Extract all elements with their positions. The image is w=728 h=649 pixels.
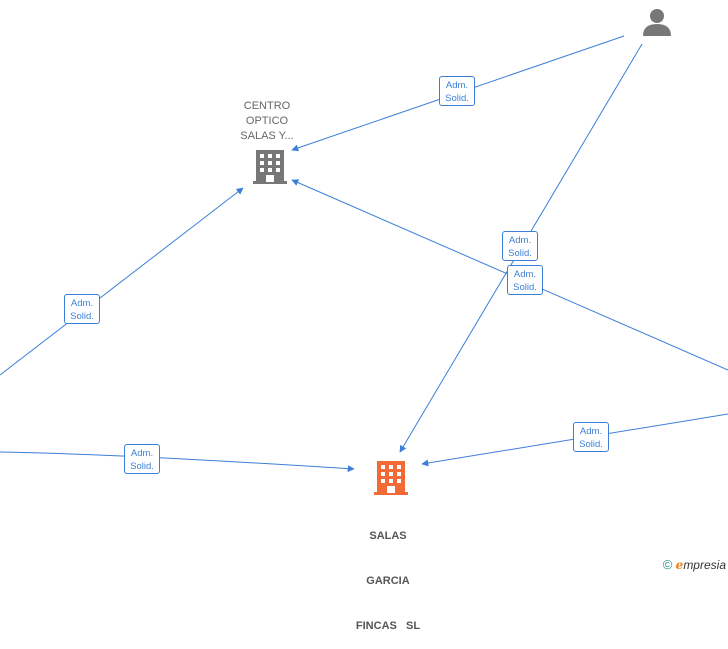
edge-label-type: Solid. [579, 439, 603, 450]
person-icon[interactable] [643, 9, 671, 36]
edge-label-type: Solid. [445, 93, 469, 104]
node-label-line: SALAS [369, 530, 407, 542]
edge-label-role: Adm. [579, 426, 603, 437]
edge-label-right-salas[interactable]: Adm. Solid. [573, 422, 609, 452]
edge-label-type: Solid. [513, 282, 537, 293]
node-label-line: CENTRO [243, 100, 291, 112]
edge-left-to-centro [0, 187, 244, 376]
edge-left-to-salas [0, 451, 355, 473]
node-label-line: GARCIA [366, 575, 410, 587]
edge-label-person-salas[interactable]: Adm. Solid. [502, 231, 538, 261]
building-icon-centro-optico[interactable] [253, 150, 287, 184]
node-label-line: FINCAS SL [355, 620, 421, 632]
edge-label-role: Adm. [445, 80, 469, 91]
edge-label-right-centro[interactable]: Adm. Solid. [507, 265, 543, 295]
node-label-centro-optico[interactable]: CENTRO OPTICO SALAS Y... [222, 99, 312, 144]
edge-label-role: Adm. [513, 269, 537, 280]
copyright-symbol: © [662, 557, 673, 572]
edge-label-type: Solid. [130, 461, 154, 472]
edge-label-role: Adm. [508, 235, 532, 246]
node-label-line: SALAS Y... [240, 130, 294, 142]
relationship-graph [0, 9, 728, 495]
edge-label-role: Adm. [70, 298, 94, 309]
watermark: © empresia [663, 557, 726, 572]
node-label-salas-garcia[interactable]: SALAS GARCIA FINCAS SL [343, 499, 433, 649]
edge-label-left-salas[interactable]: Adm. Solid. [124, 444, 160, 474]
node-label-line: OPTICO [245, 115, 289, 127]
edge-label-type: Solid. [70, 311, 94, 322]
brand-logo-text: mpresia [683, 558, 726, 572]
building-icon-salas-garcia[interactable] [374, 461, 408, 495]
edge-label-person-centro[interactable]: Adm. Solid. [439, 76, 475, 106]
edge-label-role: Adm. [130, 448, 154, 459]
edge-label-type: Solid. [508, 248, 532, 259]
edge-label-left-centro[interactable]: Adm. Solid. [64, 294, 100, 324]
brand-logo-e: e [675, 558, 684, 572]
